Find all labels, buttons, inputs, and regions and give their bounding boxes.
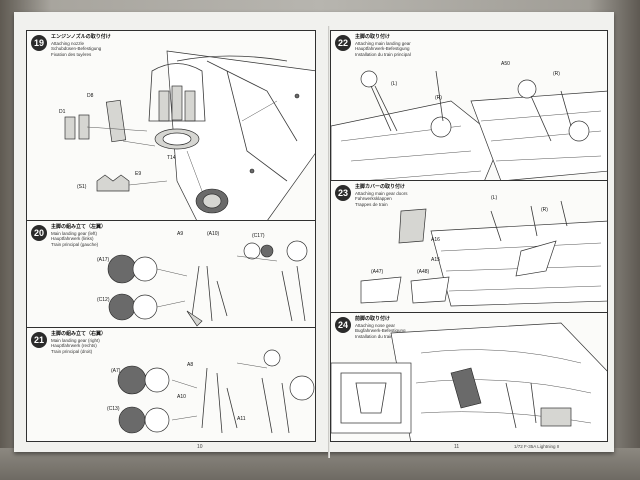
- part-label: A15: [431, 257, 440, 263]
- caption-jp: 前脚の取り付け: [355, 316, 391, 322]
- caption-de: Schubdüsen-Befestigung: [51, 46, 102, 51]
- part-label: A9: [177, 231, 184, 237]
- part-label: (A48): [417, 269, 430, 275]
- caption-jp: 主脚カバーの取り付け: [355, 184, 406, 190]
- caption-en: Attaching nose gear: [355, 322, 396, 328]
- instruction-booklet: 19 エンジンノズルの取り付け Attaching nozzle Schubdü…: [14, 12, 614, 458]
- step-caption: 主脚の組み立て（右翼） Main landing gear (right) Ha…: [51, 331, 161, 354]
- step-21-drawing: [117, 349, 315, 434]
- part-label: (R): [541, 207, 548, 213]
- part-label: A50: [501, 61, 510, 67]
- page-footer: 1/72 F-35A Lightning II: [514, 444, 560, 449]
- part-label: A8: [187, 362, 194, 368]
- caption-en: Main landing gear (left): [51, 230, 98, 236]
- caption-en: Attaching main landing gear: [355, 40, 411, 46]
- caption-de: Hauptfahrwerk (links): [51, 236, 94, 241]
- caption-fr: Train principal (droit): [51, 348, 93, 354]
- caption-fr: Train principal (gauche): [51, 241, 99, 247]
- page-number: 10: [197, 444, 203, 450]
- left-page: 19 エンジンノズルの取り付け Attaching nozzle Schubdü…: [14, 12, 316, 452]
- part-label: T14: [167, 155, 176, 161]
- caption-de: Bugfahrwerk-Befestigung: [355, 328, 406, 333]
- step-number: 23: [335, 185, 351, 201]
- step-number: 21: [31, 332, 47, 348]
- caption-en: Attaching nozzle: [51, 40, 85, 46]
- step-caption: 主脚の組み立て（左翼） Main landing gear (left) Hau…: [51, 224, 161, 247]
- step-23-drawing: [360, 200, 607, 307]
- step-20-panel: 20 主脚の組み立て（左翼） Main landing gear (left) …: [26, 220, 316, 328]
- caption-jp: エンジンノズルの取り付け: [51, 34, 111, 40]
- step-22-panel: 22 主脚の取り付け Attaching main landing gear H…: [330, 30, 608, 188]
- step-22-drawing: [331, 70, 607, 187]
- part-label: A11: [237, 416, 246, 422]
- part-label: D1: [59, 109, 66, 115]
- part-label: (A47): [371, 269, 384, 275]
- part-label: E9: [135, 171, 142, 177]
- step-caption: 主脚の取り付け Attaching main landing gear Haup…: [355, 34, 465, 57]
- part-label: (R): [553, 71, 560, 77]
- step-24-panel: 24 前脚の取り付け Attaching nose gear Bugfahrwe…: [330, 312, 608, 442]
- caption-jp: 主脚の組み立て（右翼）: [51, 331, 107, 337]
- booklet-spine: [328, 26, 330, 458]
- part-label: (C13): [107, 406, 120, 412]
- step-19-drawing: [64, 50, 315, 221]
- caption-fr: Installation du train principal: [355, 51, 411, 57]
- part-label: (L): [391, 81, 398, 87]
- part-label: (L): [491, 195, 498, 201]
- caption-en: Attaching main gear doors: [355, 190, 408, 196]
- caption-de: Hauptfahrwerk (rechts): [51, 343, 97, 348]
- caption-fr: Trappes de train: [355, 201, 388, 207]
- caption-jp: 主脚の取り付け: [355, 34, 391, 40]
- part-label: (C12): [97, 297, 110, 303]
- part-label: A10: [177, 394, 186, 400]
- step-19-panel: 19 エンジンノズルの取り付け Attaching nozzle Schubdü…: [26, 30, 316, 222]
- step-20-drawing: [107, 240, 308, 327]
- step-number: 20: [31, 225, 47, 241]
- step-21-panel: 21 主脚の組み立て（右翼） Main landing gear (right)…: [26, 327, 316, 442]
- right-page: 22 主脚の取り付け Attaching main landing gear H…: [316, 12, 614, 452]
- caption-de: Hauptfahrwerk-Befestigung: [355, 46, 410, 51]
- step-caption: 前脚の取り付け Attaching nose gear Bugfahrwerk-…: [355, 316, 465, 339]
- step-number: 19: [31, 35, 47, 51]
- caption-de: Fahrwerksklappen: [355, 196, 392, 201]
- part-label: (A17): [97, 257, 110, 263]
- caption-jp: 主脚の組み立て（左翼）: [51, 224, 107, 230]
- step-23-panel: 23 主脚カバーの取り付け Attaching main gear doors …: [330, 180, 608, 320]
- step-number: 22: [335, 35, 351, 51]
- caption-fr: Fixation des tuyères: [51, 51, 92, 57]
- page-number: 11: [454, 444, 460, 450]
- step-caption: 主脚カバーの取り付け Attaching main gear doors Fah…: [355, 184, 465, 207]
- caption-en: Main landing gear (right): [51, 337, 100, 343]
- table-surface: [0, 448, 640, 480]
- step-caption: エンジンノズルの取り付け Attaching nozzle Schubdüsen…: [51, 34, 161, 57]
- step-24-drawing: [331, 322, 607, 441]
- part-label: (R): [435, 95, 442, 101]
- part-label: (A10): [207, 231, 220, 237]
- part-label: D8: [87, 93, 94, 99]
- part-label: (S1): [77, 184, 87, 190]
- part-label: (C17): [252, 233, 265, 239]
- part-label: A16: [431, 237, 440, 243]
- step-number: 24: [335, 317, 351, 333]
- part-label: (A7): [111, 368, 121, 374]
- caption-fr: Installation du train avant: [355, 333, 406, 339]
